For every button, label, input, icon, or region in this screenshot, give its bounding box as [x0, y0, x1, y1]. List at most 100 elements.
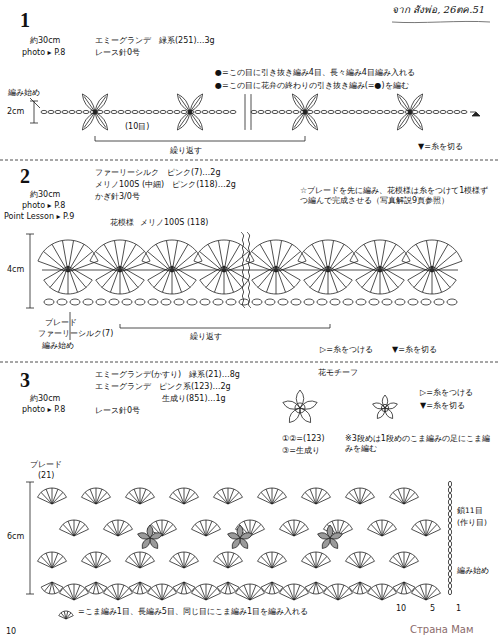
braid-loop: [187, 299, 197, 305]
page-number: 10: [6, 627, 16, 637]
symbol-note: ●=この目に引き抜き編み4目、長々編み4目編み入れる: [215, 68, 415, 78]
divider: [0, 362, 498, 363]
braid-loop: [148, 299, 158, 305]
stitch-post: [410, 112, 421, 128]
hand-underline: [392, 21, 490, 22]
braid-loop: [265, 299, 275, 305]
foundation-chain: [448, 505, 451, 511]
foundation-chain: [448, 523, 451, 529]
foundation-chain: [448, 487, 451, 493]
flower-motif: [228, 533, 240, 539]
foundation-chain: [448, 553, 451, 559]
shell-stitch: [393, 582, 415, 594]
motif-petal: [283, 401, 300, 409]
flower-motif: [232, 538, 240, 549]
petal: [95, 112, 108, 130]
petal: [305, 112, 318, 130]
chain-stitch: [202, 110, 208, 113]
shell-stitch: [147, 584, 176, 600]
chain-stitch: [405, 110, 411, 113]
yarn-ref: ファーリーシルク(7): [38, 329, 113, 339]
repeat-bracket: [95, 136, 305, 141]
chain-stitch: [363, 110, 369, 113]
stitch-drawing: [0, 21, 498, 619]
chain-stitch: [160, 110, 166, 113]
braid-loop: [447, 299, 457, 305]
legend-note: ▼=糸を切る: [392, 345, 437, 355]
foundation-chain: [448, 565, 451, 571]
braid-loop: [421, 299, 431, 305]
part-name: ブレード: [30, 460, 62, 470]
stitch-post: [84, 96, 95, 112]
center-dot: [408, 110, 412, 114]
chain-stitch: [447, 110, 453, 113]
chain-stitch: [398, 110, 404, 113]
photo-ref: photo ▸ P.8: [22, 48, 65, 58]
chain-stitch: [279, 110, 285, 113]
chain-stitch: [125, 110, 131, 113]
petal: [397, 94, 410, 112]
shell-stitch: [323, 584, 352, 600]
repeat-bracket: [120, 324, 330, 328]
dimension: 6cm: [6, 532, 25, 542]
chain-stitch: [419, 110, 425, 113]
braid-loop: [369, 299, 379, 305]
chain-stitch: [55, 110, 61, 113]
foundation-chain: [448, 559, 451, 565]
flower-motif: [138, 533, 150, 539]
size-note: 約30cm: [30, 394, 60, 404]
braid-loop: [122, 299, 132, 305]
braid-loop: [304, 299, 314, 305]
chain-stitch: [440, 110, 446, 113]
shell-stitch: [389, 488, 418, 504]
shell-stitch: [213, 488, 242, 504]
break-line: [245, 94, 246, 130]
shell-stitch: [279, 584, 308, 600]
start-label: 編み始め: [8, 88, 40, 98]
chain-stitch: [342, 110, 348, 113]
shell-stitch: [257, 488, 286, 504]
shell-stitch: [103, 584, 132, 600]
chain-stitch: [349, 110, 355, 113]
chain-stitch: [76, 110, 82, 113]
chain-stitch: [426, 110, 432, 113]
stitch-post: [179, 112, 190, 128]
chain-stitch: [286, 110, 292, 113]
chain-stitch: [307, 110, 313, 113]
row-number: 1: [456, 604, 461, 614]
chain-stitch: [216, 110, 222, 113]
shell-stitch: [257, 552, 286, 568]
stitch-count: (作り目): [457, 518, 487, 527]
chain-stitch: [391, 110, 397, 113]
foundation-chain: [448, 493, 451, 499]
legend-note: ▷=糸をつける: [320, 345, 373, 355]
row-number: 5: [430, 604, 435, 614]
braid-loop: [330, 299, 340, 305]
stitch-post: [179, 96, 190, 112]
hook-spec: レース針0号: [95, 48, 140, 58]
foundation-chain: [448, 529, 451, 535]
yarn-ref: (21): [38, 471, 54, 481]
stitch-count: 鎖11目: [457, 506, 483, 515]
motif-petal: [300, 408, 311, 423]
shell-stitch: [129, 582, 151, 594]
shell-stitch: [411, 584, 440, 600]
yarn-spec: エミーグランデ(かすり) 緑系(21)…8g: [95, 370, 240, 380]
chain-stitch: [314, 110, 320, 113]
chain-stitch: [356, 110, 362, 113]
foundation-chain: [448, 499, 451, 505]
stitch-post: [190, 112, 201, 128]
chain-stitch: [181, 110, 187, 113]
shell-stitch: [37, 488, 66, 504]
petal: [190, 94, 203, 112]
hook-spec: かぎ針3/0号: [95, 192, 140, 202]
dimension: 2cm: [6, 107, 25, 117]
shell-stitch: [59, 520, 88, 536]
braid-base: [42, 270, 458, 271]
chain-stitch: [69, 110, 75, 113]
braid-loop: [226, 299, 236, 305]
color-key: ①②=(123): [282, 434, 325, 444]
flower-motif: [150, 538, 158, 549]
stitch-post: [399, 96, 410, 112]
shell-stitch: [125, 552, 154, 568]
